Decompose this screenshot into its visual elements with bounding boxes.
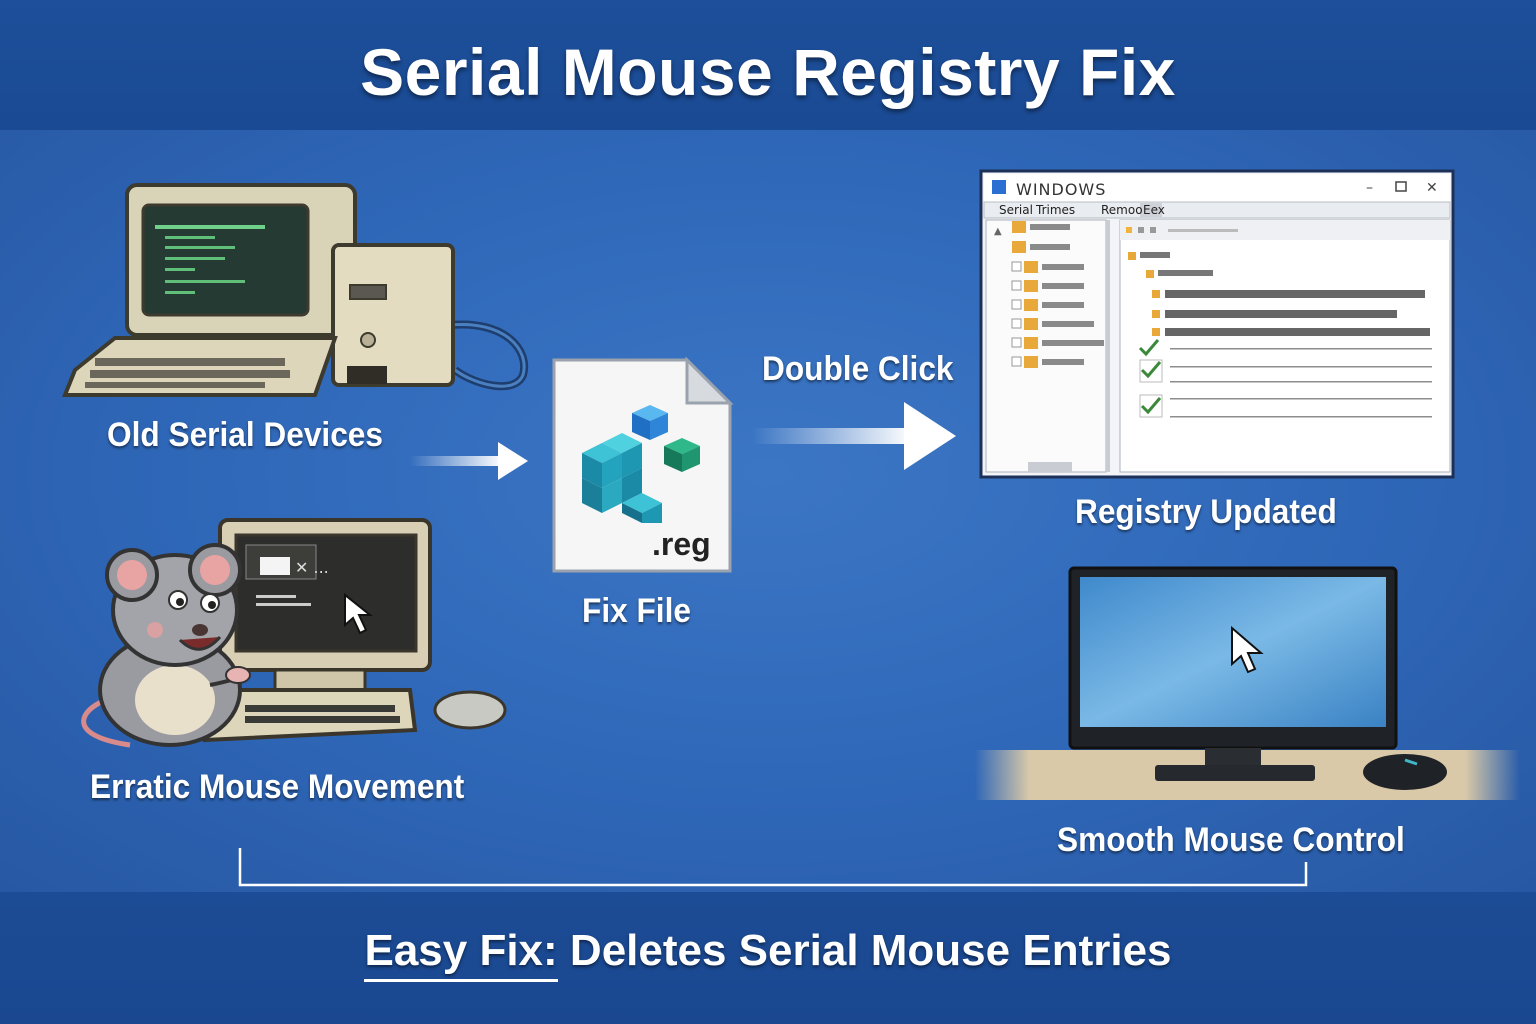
registry-value-row — [1165, 328, 1430, 336]
menu-item[interactable]: Eex — [1143, 203, 1165, 217]
smooth-control-label: Smooth Mouse Control — [1057, 821, 1405, 859]
folder-icon — [1024, 318, 1038, 330]
fix-file-label: Fix File — [582, 592, 691, 630]
arrow-right-icon — [410, 442, 528, 480]
tree-checkbox — [1011, 318, 1022, 329]
file-extension: .reg — [652, 526, 711, 562]
folder-icon — [1128, 252, 1136, 260]
folder-icon — [1152, 310, 1160, 318]
page-title: Serial Mouse Registry Fix — [360, 35, 1176, 109]
double-click-label: Double Click — [762, 350, 954, 388]
checkmark-icon — [1138, 339, 1160, 357]
check-box — [1139, 359, 1163, 383]
svg-text:▲: ▲ — [994, 226, 1002, 237]
tree-item — [1030, 224, 1070, 230]
registry-updated-label: Registry Updated — [1075, 493, 1337, 531]
divider — [1170, 416, 1432, 418]
reg-file-icon — [552, 356, 734, 573]
modern-monitor-illustration — [975, 566, 1520, 800]
svg-text:–: – — [1366, 180, 1373, 196]
svg-text:✕: ✕ — [1426, 180, 1438, 196]
divider — [1170, 348, 1432, 350]
registry-tree — [1011, 221, 1432, 418]
registry-value-row — [1165, 290, 1425, 298]
tree-item — [1030, 244, 1070, 250]
old-computer-icon — [62, 183, 529, 397]
folder-icon — [1024, 356, 1038, 368]
tree-checkbox — [1011, 356, 1022, 367]
tree-item — [1140, 252, 1170, 258]
footer-band — [0, 892, 1536, 1024]
bracket-line — [238, 848, 1308, 887]
tree-checkbox — [1011, 280, 1022, 291]
divider — [1170, 398, 1432, 400]
tree-item — [1042, 340, 1104, 346]
folder-icon — [1024, 337, 1038, 349]
tree-checkbox — [1011, 337, 1022, 348]
folder-icon — [1024, 280, 1038, 292]
folder-icon — [1024, 299, 1038, 311]
tree-item — [1042, 283, 1084, 289]
folder-icon — [1024, 261, 1038, 273]
menu-item[interactable]: Serial — [999, 203, 1033, 217]
tree-checkbox — [1011, 261, 1022, 272]
tree-item — [1042, 264, 1084, 270]
folder-icon — [1152, 328, 1160, 336]
divider — [1170, 381, 1432, 383]
divider — [1170, 366, 1432, 368]
menu-item[interactable]: Remoo — [1101, 203, 1143, 217]
folder-icon — [1146, 270, 1154, 278]
tree-item — [1042, 302, 1084, 308]
checkmark-icon — [1140, 397, 1162, 415]
svg-text:✕ ...: ✕ ... — [295, 558, 329, 577]
check-box — [1139, 394, 1163, 418]
window-title: WINDOWS — [1016, 180, 1107, 199]
tree-item — [1158, 270, 1213, 276]
footer-text: Deletes Serial Mouse Entries — [569, 926, 1172, 975]
footer-strong: Easy Fix: — [364, 926, 558, 982]
erratic-mouse-illustration: ✕ ... — [81, 518, 507, 748]
erratic-movement-label: Erratic Mouse Movement — [90, 768, 465, 806]
arrow-right-icon — [752, 402, 956, 470]
footer-caption: Easy Fix: Deletes Serial Mouse Entries — [0, 926, 1536, 982]
tree-item — [1042, 359, 1084, 365]
registry-value-row — [1165, 310, 1397, 318]
folder-icon — [1152, 290, 1160, 298]
tree-item — [1042, 321, 1094, 327]
folder-icon — [1012, 241, 1026, 253]
checkmark-icon — [1140, 361, 1162, 379]
registry-editor-window: – ✕ ▲ — [979, 169, 1455, 479]
menu-item[interactable]: Trimes — [1036, 203, 1076, 217]
folder-icon — [1012, 221, 1026, 233]
tree-checkbox — [1011, 299, 1022, 310]
old-devices-label: Old Serial Devices — [107, 416, 383, 454]
title-band — [0, 0, 1536, 130]
